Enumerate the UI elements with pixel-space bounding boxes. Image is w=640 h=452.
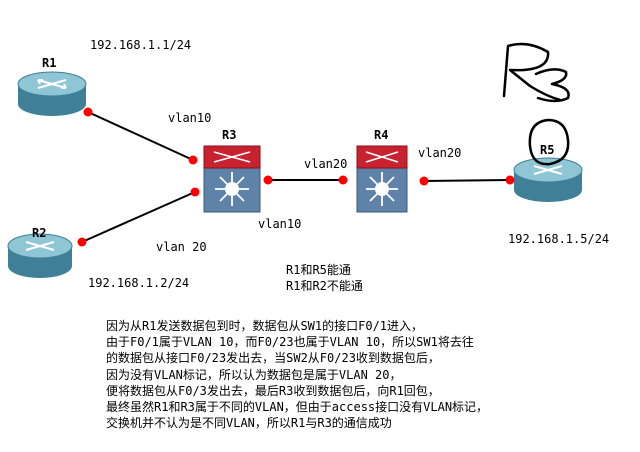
result-line-2: R1和R2不能通	[286, 279, 363, 293]
explanation-line: 的数据包从接口F0/23发出去，当SW2从F0/23收到数据包后，	[106, 351, 440, 366]
port-dot	[83, 107, 93, 117]
router-r5-icon	[513, 157, 583, 202]
ip-label-r5: 192.168.1.5/24	[508, 232, 610, 246]
handwritten-circle-annotation	[528, 118, 570, 166]
port-dot	[188, 155, 198, 165]
handwritten-r3-annotation	[502, 42, 570, 103]
explanation-line: 便将数据包从F0/3发出去，最后R3收到数据包后，向R1回包，	[106, 383, 440, 398]
link-r1-r3	[87, 111, 194, 161]
router-r1-icon	[17, 71, 87, 116]
link-r4-r5	[423, 179, 511, 182]
explanation-line: 交换机并不认为是不同VLAN，所以R1与R3的通信成功	[106, 416, 392, 431]
vlan-label-r1-link: vlan10	[168, 111, 212, 125]
switch-r4-icon	[356, 145, 408, 213]
ip-label-r2: 192.168.1.2/24	[88, 276, 190, 290]
device-label-r5: R5	[540, 143, 555, 157]
vlan-label-r2-link: vlan 20	[156, 240, 207, 254]
device-label-r1: R1	[42, 56, 57, 70]
port-dot	[190, 187, 200, 197]
switch-r3-icon	[203, 145, 261, 213]
explanation-line: 最终虽然R1和R3属于不同的VLAN，但由于access接口没有VLAN标记，	[106, 400, 489, 415]
explanation-text: 因为从R1发送数据包到时，数据包从SW1的接口F0/1进入， 由于F0/1属于V…	[106, 318, 626, 431]
device-label-r3: R3	[222, 128, 237, 142]
result-line-1: R1和R5能通	[286, 263, 351, 277]
vlan-label-r3-trunk-side: vlan10	[258, 217, 302, 231]
port-dot	[263, 175, 273, 185]
port-dot	[338, 175, 348, 185]
device-label-r4: R4	[374, 128, 389, 142]
link-r2-r3	[81, 191, 196, 243]
explanation-line: 因为没有VLAN标记，所以认为数据包是属于VLAN 20，	[106, 367, 402, 382]
ip-label-r1: 192.168.1.1/24	[90, 38, 192, 52]
router-r2-icon	[7, 233, 73, 278]
vlan-label-r4-trunk-side: vlan20	[304, 157, 348, 171]
vlan-label-r5-link: vlan20	[418, 146, 462, 160]
port-dot	[77, 237, 87, 247]
explanation-line: 因为从R1发送数据包到时，数据包从SW1的接口F0/1进入，	[106, 319, 424, 333]
explanation-line: 由于F0/1属于VLAN 10，而F0/23也属于VLAN 10，所以SW1将去…	[106, 335, 474, 350]
port-dot	[419, 176, 429, 186]
port-dot	[505, 175, 515, 185]
device-label-r2: R2	[32, 226, 47, 240]
